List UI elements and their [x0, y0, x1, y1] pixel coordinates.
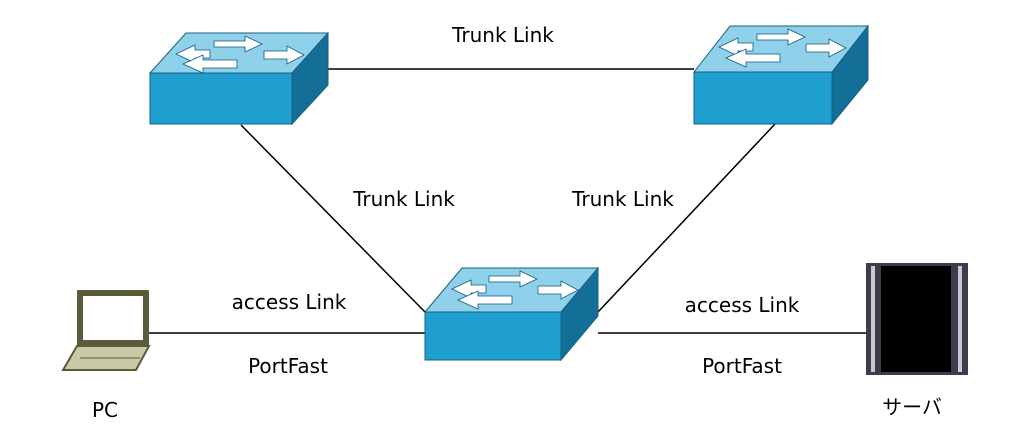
switch-front-face [424, 311, 562, 361]
trunk-link-right-line [597, 123, 776, 313]
switch-side-face [560, 266, 599, 362]
portfast-right-label: PortFast [702, 354, 782, 378]
server-label: サーバ [882, 395, 942, 419]
server-body [881, 266, 951, 372]
switch-top-left [148, 31, 330, 126]
switch-arrows-icon [451, 270, 579, 310]
switch-side-face [831, 24, 869, 126]
trunk-link-right-label: Trunk Link [571, 187, 674, 211]
portfast-left-label: PortFast [248, 354, 328, 378]
switch-arrows-icon [175, 35, 305, 74]
access-link-left-label: access Link [232, 290, 347, 314]
server-rail-left [871, 266, 875, 372]
switch-front-face [149, 72, 293, 125]
pc-laptop-icon [61, 290, 151, 371]
switch-top-right [692, 24, 870, 126]
server-icon [866, 263, 968, 375]
switch-front-face [693, 71, 833, 125]
switch-side-face [291, 31, 329, 126]
switch-center [423, 266, 600, 362]
switch-arrows-icon [718, 28, 847, 68]
trunk-link-top-label: Trunk Link [451, 23, 554, 47]
pc-label: PC [92, 398, 118, 422]
trunk-link-left-line [240, 124, 426, 313]
access-link-right-label: access Link [685, 293, 800, 317]
trunk-link-left-label: Trunk Link [352, 187, 455, 211]
laptop-screen-inner [83, 296, 143, 340]
server-rail-right [958, 266, 962, 372]
